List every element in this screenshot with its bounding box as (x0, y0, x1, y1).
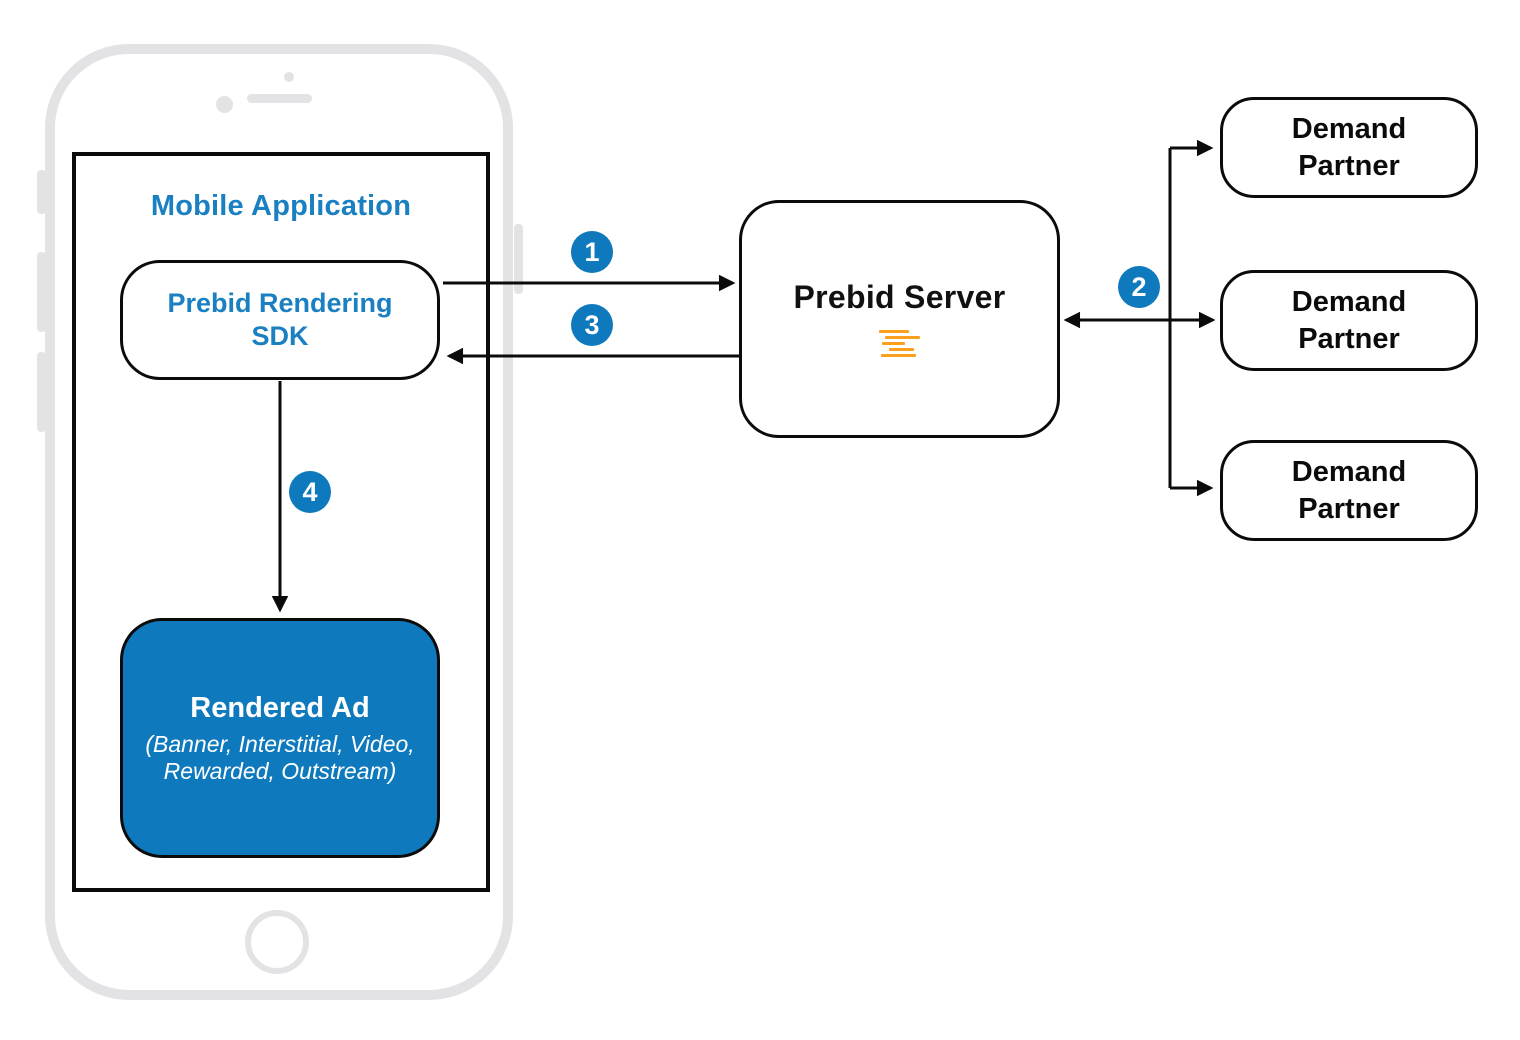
phone-speaker-icon (247, 94, 312, 103)
phone-volume-up-button (37, 252, 46, 332)
prebid-server-label: Prebid Server (793, 279, 1006, 315)
demand-partner-2-line1: Demand (1291, 285, 1407, 318)
demand-partner-2-line2: Partner (1298, 322, 1400, 355)
sensor-dot-icon (216, 96, 233, 113)
phone-mute-switch (37, 170, 46, 214)
rendered-ad-box: Rendered Ad (Banner, Interstitial, Video… (120, 618, 440, 858)
step-badge-4: 4 (289, 471, 331, 513)
prebid-logo-icon (877, 328, 923, 359)
demand-partner-box-3: Demand Partner (1220, 440, 1478, 541)
demand-partner-1-line2: Partner (1298, 149, 1400, 182)
demand-partner-3-line1: Demand (1291, 455, 1407, 488)
prebid-server-box: Prebid Server (739, 200, 1060, 438)
mobile-application-title: Mobile Application (150, 190, 412, 222)
rendered-ad-subtitle-line2: Rewarded, Outstream) (163, 757, 397, 784)
sdk-label-line2: SDK (251, 321, 309, 351)
phone-home-button (245, 910, 309, 974)
sdk-label-line1: Prebid Rendering (167, 288, 393, 318)
phone-volume-down-button (37, 352, 46, 432)
front-camera-dot-icon (284, 72, 294, 82)
step-badge-3: 3 (571, 304, 613, 346)
prebid-rendering-sdk-box: Prebid Rendering SDK (120, 260, 440, 380)
rendered-ad-title: Rendered Ad (190, 691, 370, 724)
step-badge-1: 1 (571, 231, 613, 273)
demand-partner-box-1: Demand Partner (1220, 97, 1478, 198)
phone-power-button (514, 224, 523, 294)
rendered-ad-subtitle-line1: (Banner, Interstitial, Video, (145, 730, 415, 757)
step-badge-2: 2 (1118, 266, 1160, 308)
demand-partner-3-line2: Partner (1298, 492, 1400, 525)
demand-partner-1-line1: Demand (1291, 112, 1407, 145)
demand-partner-box-2: Demand Partner (1220, 270, 1478, 371)
